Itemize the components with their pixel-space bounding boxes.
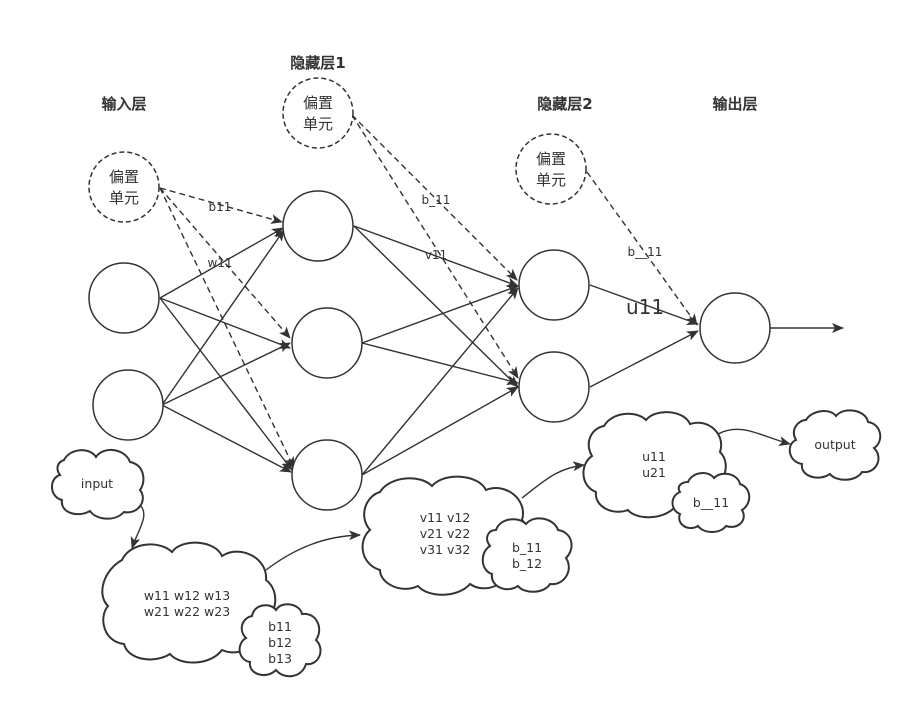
edges-bias-hidden2 — [351, 114, 519, 379]
edge-label-u11: u11 — [626, 295, 664, 319]
hidden2-node-1 — [518, 249, 590, 321]
edge — [361, 342, 519, 386]
cloud-shape — [671, 472, 751, 533]
edge — [589, 284, 699, 325]
edge — [586, 171, 698, 326]
edges-bias-hidden1 — [159, 187, 295, 469]
edges-hidden1-hidden2 — [353, 225, 519, 476]
cloud-bias3: b__11 — [671, 472, 751, 533]
cloud-shape — [51, 449, 145, 520]
cloud-arrow-w — [265, 530, 361, 571]
cloud-bias1-line: b13 — [268, 651, 292, 666]
cloud-bias1-line: b11 — [268, 619, 292, 634]
bias-label-line2: 单元 — [303, 115, 333, 133]
cloud-output: output — [788, 409, 882, 481]
bias-label-line2: 单元 — [109, 189, 139, 207]
edge — [361, 386, 519, 476]
edge-label-b11: b11 — [209, 200, 232, 214]
cloud-input: input — [51, 449, 145, 520]
bias-unit-input: 偏置 单元 — [88, 151, 160, 223]
bias-unit-hidden1: 偏置 单元 — [282, 77, 354, 149]
bias-label-line1: 偏置 — [303, 94, 333, 112]
cloud-arrow-u — [717, 428, 791, 446]
cloud-weights1: w11 w12 w13 w21 w22 w23 — [101, 541, 277, 664]
cloud-bias2-line: b_12 — [512, 556, 542, 571]
edge — [161, 404, 292, 473]
output-node — [699, 292, 771, 364]
layer-title-hidden2: 隐藏层2 — [537, 95, 592, 113]
edge — [159, 227, 284, 299]
cloud-shape — [481, 517, 573, 593]
cloud-bias3-label: b__11 — [693, 495, 729, 510]
hidden1-node-3 — [291, 439, 363, 511]
edge-label-w11: w11 — [207, 256, 232, 270]
bias-label-line2: 单元 — [536, 171, 566, 189]
cloud-bias2: b_11 b_12 — [481, 517, 573, 593]
cloud-output-label: output — [814, 437, 855, 452]
cloud-bias1: b11 b12 b13 — [238, 603, 322, 678]
edge — [159, 297, 291, 349]
cloud-arrow-v — [521, 461, 585, 499]
edge-label-v11: v11 — [425, 248, 447, 262]
bias-label-line1: 偏置 — [109, 168, 139, 186]
cloud-weights1-row2: w21 w22 w23 — [144, 604, 230, 619]
input-node-1 — [88, 262, 160, 334]
edge — [161, 342, 291, 406]
edge — [159, 187, 291, 339]
edge-label-b_11: b_11 — [422, 193, 451, 207]
edge-label-b__11: b__11 — [628, 245, 663, 259]
cloud-bias1-line: b12 — [268, 635, 292, 650]
cloud-arrow-input — [130, 504, 145, 549]
cloud-weights2-line: v11 v12 — [420, 510, 471, 525]
cloud-weights3-line: u11 — [642, 449, 666, 464]
edges-input-hidden1 — [159, 227, 293, 473]
bias-unit-hidden2: 偏置 单元 — [515, 133, 587, 205]
cloud-weights3-line: u21 — [642, 465, 666, 480]
cloud-bias2-line: b_11 — [512, 540, 542, 555]
edge — [159, 187, 283, 224]
layer-title-hidden1: 隐藏层1 — [290, 54, 345, 72]
edge — [361, 287, 519, 476]
bias-node — [282, 77, 354, 149]
edge — [351, 114, 519, 379]
edge — [159, 297, 293, 471]
layer-title-input: 输入层 — [101, 95, 146, 113]
hidden2-node-2 — [518, 351, 590, 423]
bias-label-line1: 偏置 — [536, 150, 566, 168]
layer-title-output: 输出层 — [712, 95, 757, 113]
edge — [353, 225, 519, 388]
hidden1-node-1 — [282, 190, 354, 262]
cloud-shape — [238, 603, 322, 678]
cloud-weights2-line: v31 v32 — [420, 542, 471, 557]
edge — [159, 187, 295, 469]
input-node-2 — [92, 369, 164, 441]
edge — [351, 114, 518, 281]
hidden1-node-2 — [291, 307, 363, 379]
cloud-input-label: input — [81, 476, 113, 491]
edge — [589, 330, 699, 388]
edge — [353, 225, 519, 287]
cloud-weights2-line: v21 v22 — [420, 526, 471, 541]
edges-hidden2-output — [586, 171, 844, 388]
cloud-weights1-row1: w11 w12 w13 — [144, 588, 230, 603]
cloud-shape — [788, 409, 882, 481]
edge — [161, 229, 285, 406]
bias-node — [88, 151, 160, 223]
edge — [361, 285, 519, 344]
bias-node — [515, 133, 587, 205]
